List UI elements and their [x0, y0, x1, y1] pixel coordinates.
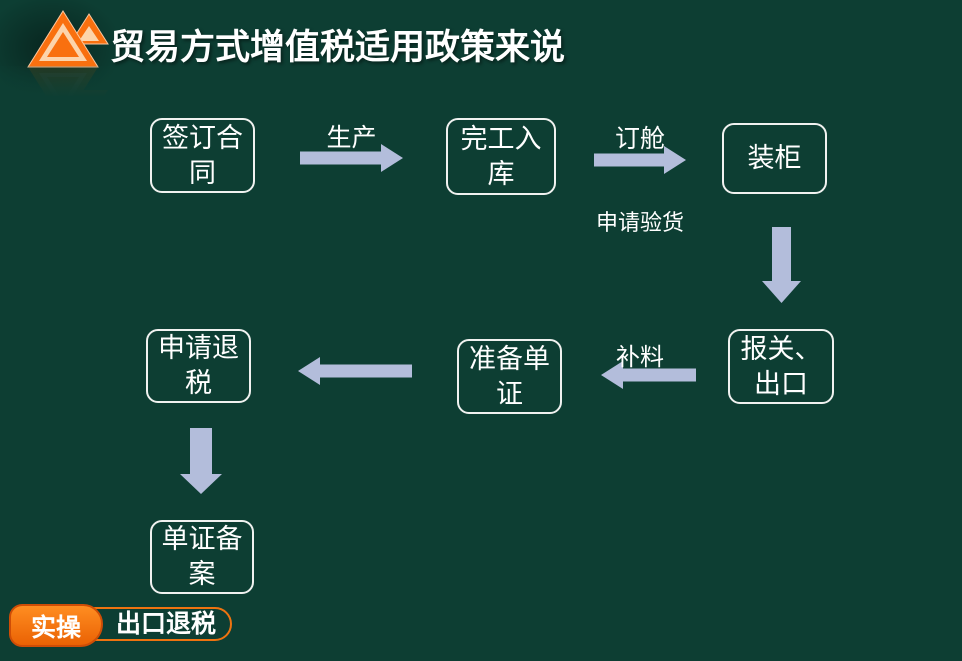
flow-node-sign-contract: 签订合 同	[150, 118, 255, 193]
arrow-down-to-filing-icon	[180, 428, 222, 494]
flow-node-apply-tax-refund: 申请退 税	[146, 329, 251, 403]
page-title: 贸易方式增值税适用政策来说	[110, 28, 566, 67]
arrow-production-right-icon	[300, 144, 403, 172]
flow-node-customs-export: 报关、 出口	[728, 329, 834, 404]
flow-node-label: 单证备 案	[161, 524, 243, 589]
flow-node-label: 签订合 同	[162, 122, 243, 188]
footer-tag-pill: 实操	[9, 604, 103, 647]
flow-node-finished-in-stock: 完工入 库	[446, 118, 556, 195]
flow-node-prepare-documents: 准备单 证	[457, 339, 562, 414]
big-triangle-core	[47, 32, 79, 57]
small-triangle-inner	[79, 26, 99, 41]
arrow-booking-right-icon	[594, 146, 686, 174]
footer-category-pill: 出口退税	[28, 607, 232, 641]
flow-node-label: 完工入 库	[460, 123, 542, 189]
edge-label-supplement: 补料	[616, 344, 664, 371]
flow-node-load-container: 装柜	[722, 123, 827, 194]
flow-node-label: 装柜	[747, 143, 802, 173]
arrow-to-apply-refund-left-icon	[298, 357, 412, 385]
flow-node-label: 申请退 税	[158, 333, 239, 398]
footer-tag-label: 实操	[30, 613, 81, 642]
flow-node-document-filing: 单证备 案	[150, 520, 254, 594]
logo-reflection-fade	[0, 66, 132, 102]
arrow-supplement-left-icon	[601, 361, 696, 389]
edge-label-booking: 订舱	[614, 125, 665, 153]
edge-label-apply-inspection: 申请验货	[595, 210, 684, 235]
footer-category-label: 出口退税	[115, 610, 216, 638]
edge-label-production: 生产	[326, 124, 377, 152]
flow-node-label: 报关、 出口	[740, 333, 822, 399]
flow-node-label: 准备单 证	[469, 343, 550, 409]
arrow-down-to-customs-icon	[762, 227, 801, 303]
